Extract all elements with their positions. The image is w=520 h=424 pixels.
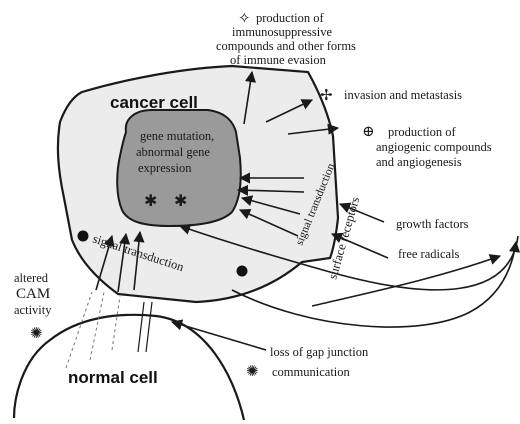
adhesion-dashed-lines: [66, 292, 120, 368]
normal-cell-title: normal cell: [68, 368, 158, 387]
loss-of-gap-junction-arrow: [172, 322, 266, 350]
free-radicals-label: free radicals: [398, 247, 460, 261]
granule-dot: [78, 231, 89, 242]
gap-junction-channel: [138, 302, 152, 352]
granule-dot: [237, 266, 248, 277]
cam-symbol: ✺: [30, 326, 43, 342]
immune-line-3: compounds and other forms: [216, 39, 356, 53]
nucleus-line-2: abnormal gene: [136, 145, 210, 159]
cam-line-3: activity: [14, 303, 52, 317]
gap-junction-symbol: ✺: [246, 364, 259, 380]
angiogenic-symbol: ⊕: [362, 124, 375, 140]
angiogenic-line-3: and angiogenesis: [376, 155, 462, 169]
angiogenic-line-2: angiogenic compounds: [376, 140, 492, 154]
angiogenic-line-1: production of: [388, 125, 457, 139]
gap-junction-line-2: communication: [272, 365, 351, 379]
invasion-symbol: ✢: [320, 88, 333, 104]
nucleus-line-3: expression: [138, 161, 192, 175]
mutation-star-marker: ✱: [144, 193, 157, 210]
cam-line-1: altered: [14, 271, 49, 285]
invasion-label: invasion and metastasis: [344, 88, 462, 102]
mutation-star-marker: ✱: [174, 193, 187, 210]
cancer-cell-title: cancer cell: [110, 93, 198, 112]
immune-line-4: of immune evasion: [230, 53, 327, 67]
nucleus-line-1: gene mutation,: [140, 129, 214, 143]
growth-factors-label: growth factors: [396, 217, 469, 231]
immune-line-2: immunosuppressive: [232, 25, 332, 39]
immune-line-1: production of: [256, 11, 325, 25]
gap-junction-line-1: loss of gap junction: [270, 345, 369, 359]
cam-line-2: CAM: [16, 286, 50, 302]
